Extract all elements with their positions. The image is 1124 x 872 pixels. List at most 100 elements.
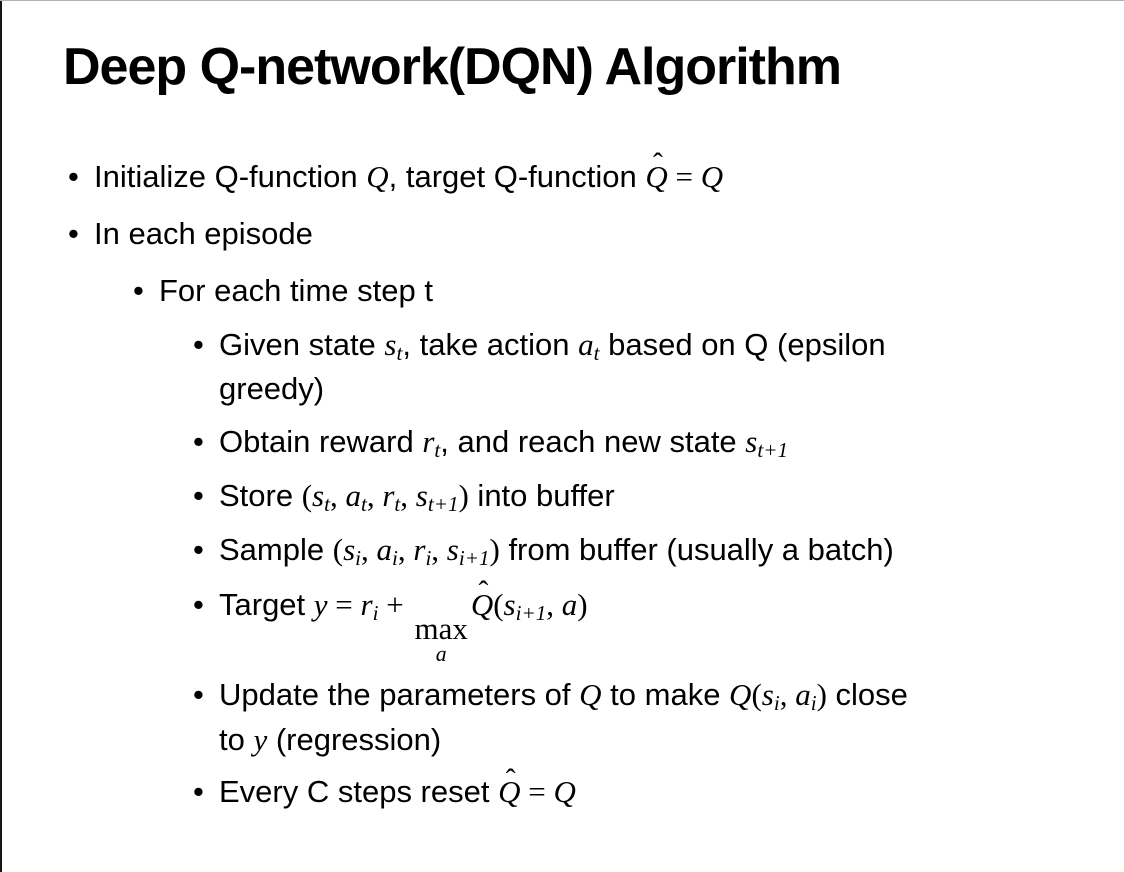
bullet-text: In each episode xyxy=(94,213,313,256)
bullet-text: Obtain reward rt, and reach new state st… xyxy=(219,421,788,465)
math-var: y xyxy=(253,721,268,757)
math-subscript: t xyxy=(324,492,330,517)
math-symbol: , xyxy=(361,532,377,568)
max-underscript: a xyxy=(435,641,447,666)
math-var: a xyxy=(561,586,578,622)
text-run: greedy) xyxy=(219,371,325,407)
math-subscript: i xyxy=(392,546,398,571)
math-symbol: , xyxy=(779,677,796,713)
math-var: a xyxy=(376,532,393,568)
text-run: Update the parameters of xyxy=(219,677,580,713)
math-symbol: ( xyxy=(751,677,762,713)
text-run: into buffer xyxy=(468,478,615,514)
bullet-item: •Initialize Q-function Q, target Q-funct… xyxy=(68,148,1110,199)
bullet-icon: • xyxy=(133,272,144,308)
text-run: Given state xyxy=(219,327,385,363)
math-var: s xyxy=(745,424,758,460)
slide-title: Deep Q-network(DQN) Algorithm xyxy=(63,38,842,96)
math-subscript: t xyxy=(396,341,403,366)
slide: Deep Q-network(DQN) Algorithm •Initializ… xyxy=(63,38,1110,814)
bullet-icon: • xyxy=(193,774,204,810)
text-run: , take action xyxy=(402,327,579,363)
bullet-text: Store (st, at, rt, st+1) into buffer xyxy=(219,475,615,519)
math-symbol: ) xyxy=(489,532,500,568)
bullet-text: Given state st, take action at based on … xyxy=(219,324,886,411)
math-var: Q xyxy=(579,677,602,713)
math-var: Q xyxy=(470,586,494,622)
math-subscript: i xyxy=(355,546,361,571)
math-var: s xyxy=(384,327,397,363)
math-subscript: i+1 xyxy=(458,546,490,571)
math-var: r xyxy=(422,424,435,460)
text-run: Sample xyxy=(219,532,333,568)
bullet-item: •Sample (si, ai, ri, si+1) from buffer (… xyxy=(193,529,1110,573)
bullet-item: •Obtain reward rt, and reach new state s… xyxy=(193,421,1110,465)
bullet-icon: • xyxy=(68,215,79,251)
bullet-item: •Given state st, take action at based on… xyxy=(193,324,1110,411)
math-var: a xyxy=(345,478,361,514)
bullet-icon: • xyxy=(193,586,204,622)
math-symbol: = xyxy=(520,774,554,810)
text-run: Obtain reward xyxy=(219,424,423,460)
math-subscript: i xyxy=(810,691,817,716)
math-var: s xyxy=(343,532,356,568)
math-subscript: i+1 xyxy=(515,600,547,625)
bullet-icon: • xyxy=(193,532,204,568)
hat-accent: ˆ xyxy=(653,148,663,181)
text-run: from buffer (usually a batch) xyxy=(499,532,894,568)
math-symbol: , xyxy=(546,586,562,622)
math-subscript: t xyxy=(593,341,600,366)
bullet-item: •Store (st, at, rt, st+1) into buffer xyxy=(193,475,1110,519)
math-symbol: = xyxy=(327,586,361,622)
math-var: a xyxy=(578,327,594,363)
text-run: , target Q-function xyxy=(388,159,646,194)
math-var: Q xyxy=(645,159,668,194)
math-var: r xyxy=(413,532,426,568)
math-subscript: t xyxy=(394,492,401,517)
bullet-text: Sample (si, ai, ri, si+1) from buffer (u… xyxy=(219,529,894,573)
text-run: , and reach new state xyxy=(440,424,746,460)
text-run: close xyxy=(826,677,908,713)
math-var: s xyxy=(761,677,774,713)
math-var: Q xyxy=(553,774,576,810)
bullet-icon: • xyxy=(68,159,79,194)
math-subscript: t xyxy=(360,492,367,517)
text-run: For each time step t xyxy=(159,272,433,308)
math-symbol: + xyxy=(378,586,412,622)
math-var: y xyxy=(313,586,328,622)
bullet-item: •Update the parameters of Q to make Q(si… xyxy=(193,674,1110,761)
math-var: r xyxy=(360,586,373,622)
slide-left-border xyxy=(0,0,2,872)
math-symbol: , xyxy=(400,478,416,514)
bullet-item: • For each time step t xyxy=(133,270,1110,313)
math-subscript: i xyxy=(425,546,432,571)
text-run: based on Q (epsilon xyxy=(599,327,886,363)
text-run: (regression) xyxy=(267,721,442,757)
math-var: Q xyxy=(700,159,724,194)
math-symbol: , xyxy=(431,532,447,568)
max-label: max xyxy=(414,611,468,647)
text-run: Store xyxy=(219,478,302,514)
math-symbol: ) xyxy=(577,586,588,622)
bullet-icon: • xyxy=(193,327,204,363)
hat-accent: ˆ xyxy=(505,763,516,796)
bullet-text: Update the parameters of Q to make Q(si,… xyxy=(219,674,908,761)
text-run: In each episode xyxy=(94,215,313,251)
math-var: a xyxy=(795,677,811,713)
math-subscript: t xyxy=(434,438,441,463)
math-var: r xyxy=(382,478,395,514)
math-var: s xyxy=(503,586,516,622)
math-var: s xyxy=(415,478,428,514)
bullet-icon: • xyxy=(193,677,204,713)
math-symbol: ) xyxy=(816,677,827,713)
math-symbol: , xyxy=(397,532,414,568)
text-run: to make xyxy=(601,677,730,713)
math-subscript: i xyxy=(372,600,379,625)
bullet-text: For each time step t xyxy=(159,270,433,313)
